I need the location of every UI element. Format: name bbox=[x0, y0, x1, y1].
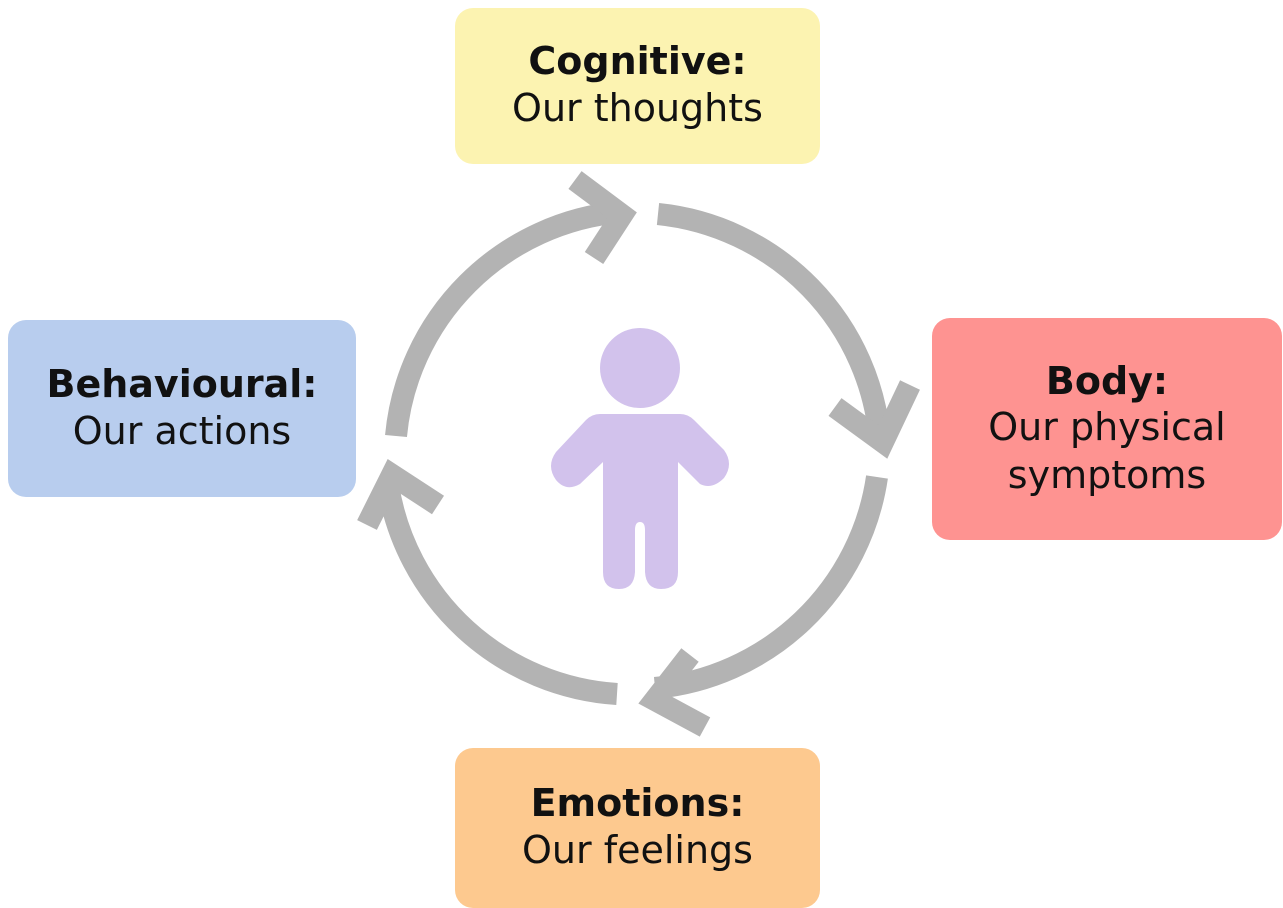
emotions-desc: Our feelings bbox=[522, 828, 753, 873]
arrow-emotions-to-behavioural bbox=[377, 483, 618, 705]
emotions-title: Emotions: bbox=[530, 781, 745, 826]
behavioural-desc: Our actions bbox=[72, 408, 292, 453]
person-icon bbox=[551, 328, 729, 589]
arrowhead-cognitive bbox=[568, 171, 637, 265]
cognitive-desc: Our thoughts bbox=[512, 86, 763, 131]
arrowhead-emotions bbox=[638, 648, 711, 737]
behavioural-node: Behavioural: Our actions bbox=[8, 320, 356, 497]
cognitive-node: Cognitive: Our thoughts bbox=[455, 8, 820, 164]
arrow-cognitive-to-body bbox=[656, 203, 891, 443]
body-title: Body: bbox=[1045, 358, 1169, 403]
arrowhead-behavioural bbox=[357, 459, 445, 530]
arrow-behavioural-to-cognitive bbox=[385, 201, 622, 438]
body-desc-line1: Our physical bbox=[988, 405, 1226, 450]
arrowhead-body bbox=[828, 380, 920, 459]
cycle-arrows bbox=[357, 171, 920, 737]
behavioural-title: Behavioural: bbox=[46, 361, 318, 406]
emotions-node: Emotions: Our feelings bbox=[455, 748, 820, 908]
cognitive-title: Cognitive: bbox=[528, 39, 747, 84]
arrow-body-to-emotions bbox=[653, 475, 888, 699]
body-desc-line2: symptoms bbox=[1007, 452, 1207, 497]
body-node: Body: Our physical symptoms bbox=[932, 318, 1282, 540]
